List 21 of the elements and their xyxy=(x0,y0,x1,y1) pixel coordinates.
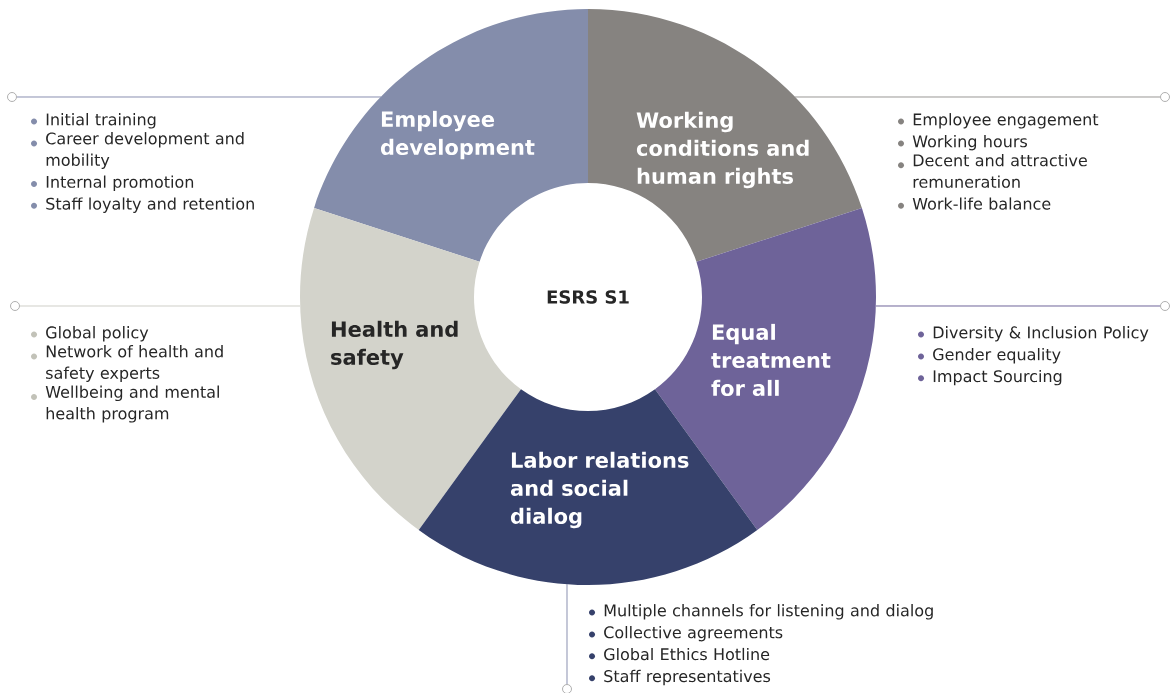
bullet-item: Decent and attractive remuneration xyxy=(913,154,1087,188)
leader-line xyxy=(875,305,1161,307)
bullet-item: Network of health and safety experts xyxy=(46,345,223,383)
bullet-item: Career development and mobility xyxy=(46,132,244,170)
bullet-item: Internal promotion xyxy=(46,175,194,191)
bullet-item: Work-life balance xyxy=(912,197,1051,210)
bullet-item: Multiple channels for listening and dialog xyxy=(604,604,933,620)
leader-line xyxy=(16,96,382,98)
bullet-item: Staff loyalty and retention xyxy=(46,197,254,213)
bullet-item: Global Ethics Hotline xyxy=(604,647,770,661)
bullet-item: Collective agreements xyxy=(604,626,783,642)
leader-line xyxy=(566,583,568,685)
bullet-item: Wellbeing and mental health program xyxy=(45,385,219,423)
bullet-item: Gender equality xyxy=(933,348,1061,364)
bullet-item: Impact Sourcing xyxy=(933,369,1062,386)
bullet-item: Employee engagement xyxy=(913,113,1099,129)
center-label: ESRS S1 xyxy=(547,290,629,304)
donut-segment: Working conditions and human rights xyxy=(588,9,862,262)
donut-segment: Employee development xyxy=(314,9,588,262)
leader-line xyxy=(794,96,1161,98)
bullet-item: Working hours xyxy=(912,135,1027,151)
